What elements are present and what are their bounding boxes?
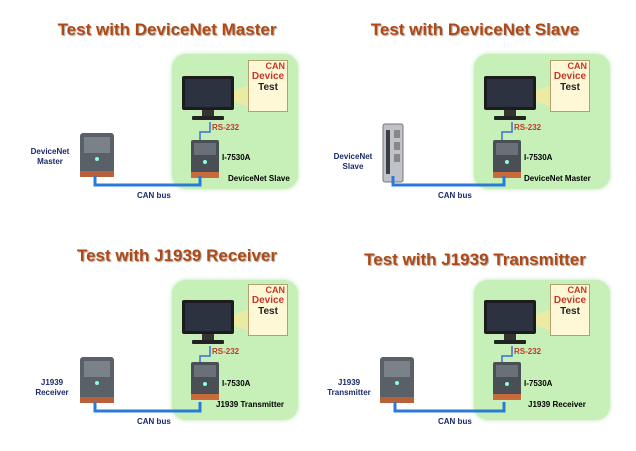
can-bus-label: CAN bus xyxy=(438,417,472,426)
box-label-test: Test xyxy=(258,82,278,93)
box-label-device: Device xyxy=(553,71,587,82)
module-label: I-7530A xyxy=(524,153,553,162)
external-device-label: J1939 Transmitter xyxy=(327,378,371,397)
devicenet-master-device-icon xyxy=(80,133,114,177)
box-label-test: Test xyxy=(258,306,278,317)
i7530a-module-icon xyxy=(191,140,219,178)
can-device-test-box-icon: CAN Device Test xyxy=(550,284,590,336)
panel-title: Test with J1939 Receiver xyxy=(76,246,277,265)
box-label-can: CAN xyxy=(265,285,286,295)
computer-monitor-icon xyxy=(182,76,234,120)
can-bus-label: CAN bus xyxy=(137,191,171,200)
rs232-label: RS-232 xyxy=(212,347,240,356)
can-bus-cable xyxy=(93,176,202,187)
box-label-can: CAN xyxy=(567,285,588,295)
can-bus-cable xyxy=(93,402,202,413)
role-label: J1939 Transmitter xyxy=(216,400,285,409)
external-device-label: DeviceNet Slave xyxy=(333,152,373,171)
rs232-label: RS-232 xyxy=(514,123,542,132)
box-label-test: Test xyxy=(560,306,580,317)
rs232-label: RS-232 xyxy=(514,347,542,356)
can-bus-label: CAN bus xyxy=(438,191,472,200)
computer-monitor-icon xyxy=(484,300,536,344)
can-device-test-box-icon: CAN Device Test xyxy=(248,60,288,112)
i7530a-module-icon xyxy=(191,362,219,400)
external-device-label: DeviceNet Master xyxy=(30,147,70,166)
box-label-device: Device xyxy=(553,295,587,306)
box-label-test: Test xyxy=(560,82,580,93)
box-label-device: Device xyxy=(251,295,285,306)
box-label-can: CAN xyxy=(567,61,588,71)
j1939-receiver-device-icon xyxy=(80,357,114,403)
rs232-label: RS-232 xyxy=(212,123,240,132)
panel-title: Test with DeviceNet Slave xyxy=(370,20,580,39)
box-label-device: Device xyxy=(251,71,285,82)
devicenet-slave-rack-icon xyxy=(382,123,404,183)
panel-j1939-transmitter: Test with J1939 Transmitter CAN Device T… xyxy=(318,226,636,451)
computer-monitor-icon xyxy=(484,76,536,120)
computer-monitor-icon xyxy=(182,300,234,344)
panel-j1939-receiver: Test with J1939 Receiver CAN Device Test… xyxy=(0,226,318,451)
module-label: I-7530A xyxy=(524,379,553,388)
panel-title: Test with DeviceNet Master xyxy=(57,20,277,39)
i7530a-module-icon xyxy=(493,140,521,178)
role-label: DeviceNet Master xyxy=(524,174,591,183)
can-device-test-box-icon: CAN Device Test xyxy=(550,60,590,112)
panel-title: Test with J1939 Transmitter xyxy=(364,250,586,269)
j1939-transmitter-device-icon xyxy=(380,357,414,403)
panel-devicenet-master: Test with DeviceNet Master CAN Device Te… xyxy=(0,0,318,225)
panel-devicenet-slave: Test with DeviceNet Slave CAN Device Tes… xyxy=(318,0,636,225)
external-device-label: J1939 Receiver xyxy=(35,378,69,397)
can-bus-cable xyxy=(393,402,506,413)
role-label: J1939 Receiver xyxy=(528,400,586,409)
can-device-test-box-icon: CAN Device Test xyxy=(248,284,288,336)
module-label: I-7530A xyxy=(222,379,251,388)
module-label: I-7530A xyxy=(222,153,251,162)
can-bus-label: CAN bus xyxy=(137,417,171,426)
box-label-can: CAN xyxy=(265,61,286,71)
role-label: DeviceNet Slave xyxy=(228,174,290,183)
i7530a-module-icon xyxy=(493,362,521,400)
can-bus-cable xyxy=(391,176,506,187)
